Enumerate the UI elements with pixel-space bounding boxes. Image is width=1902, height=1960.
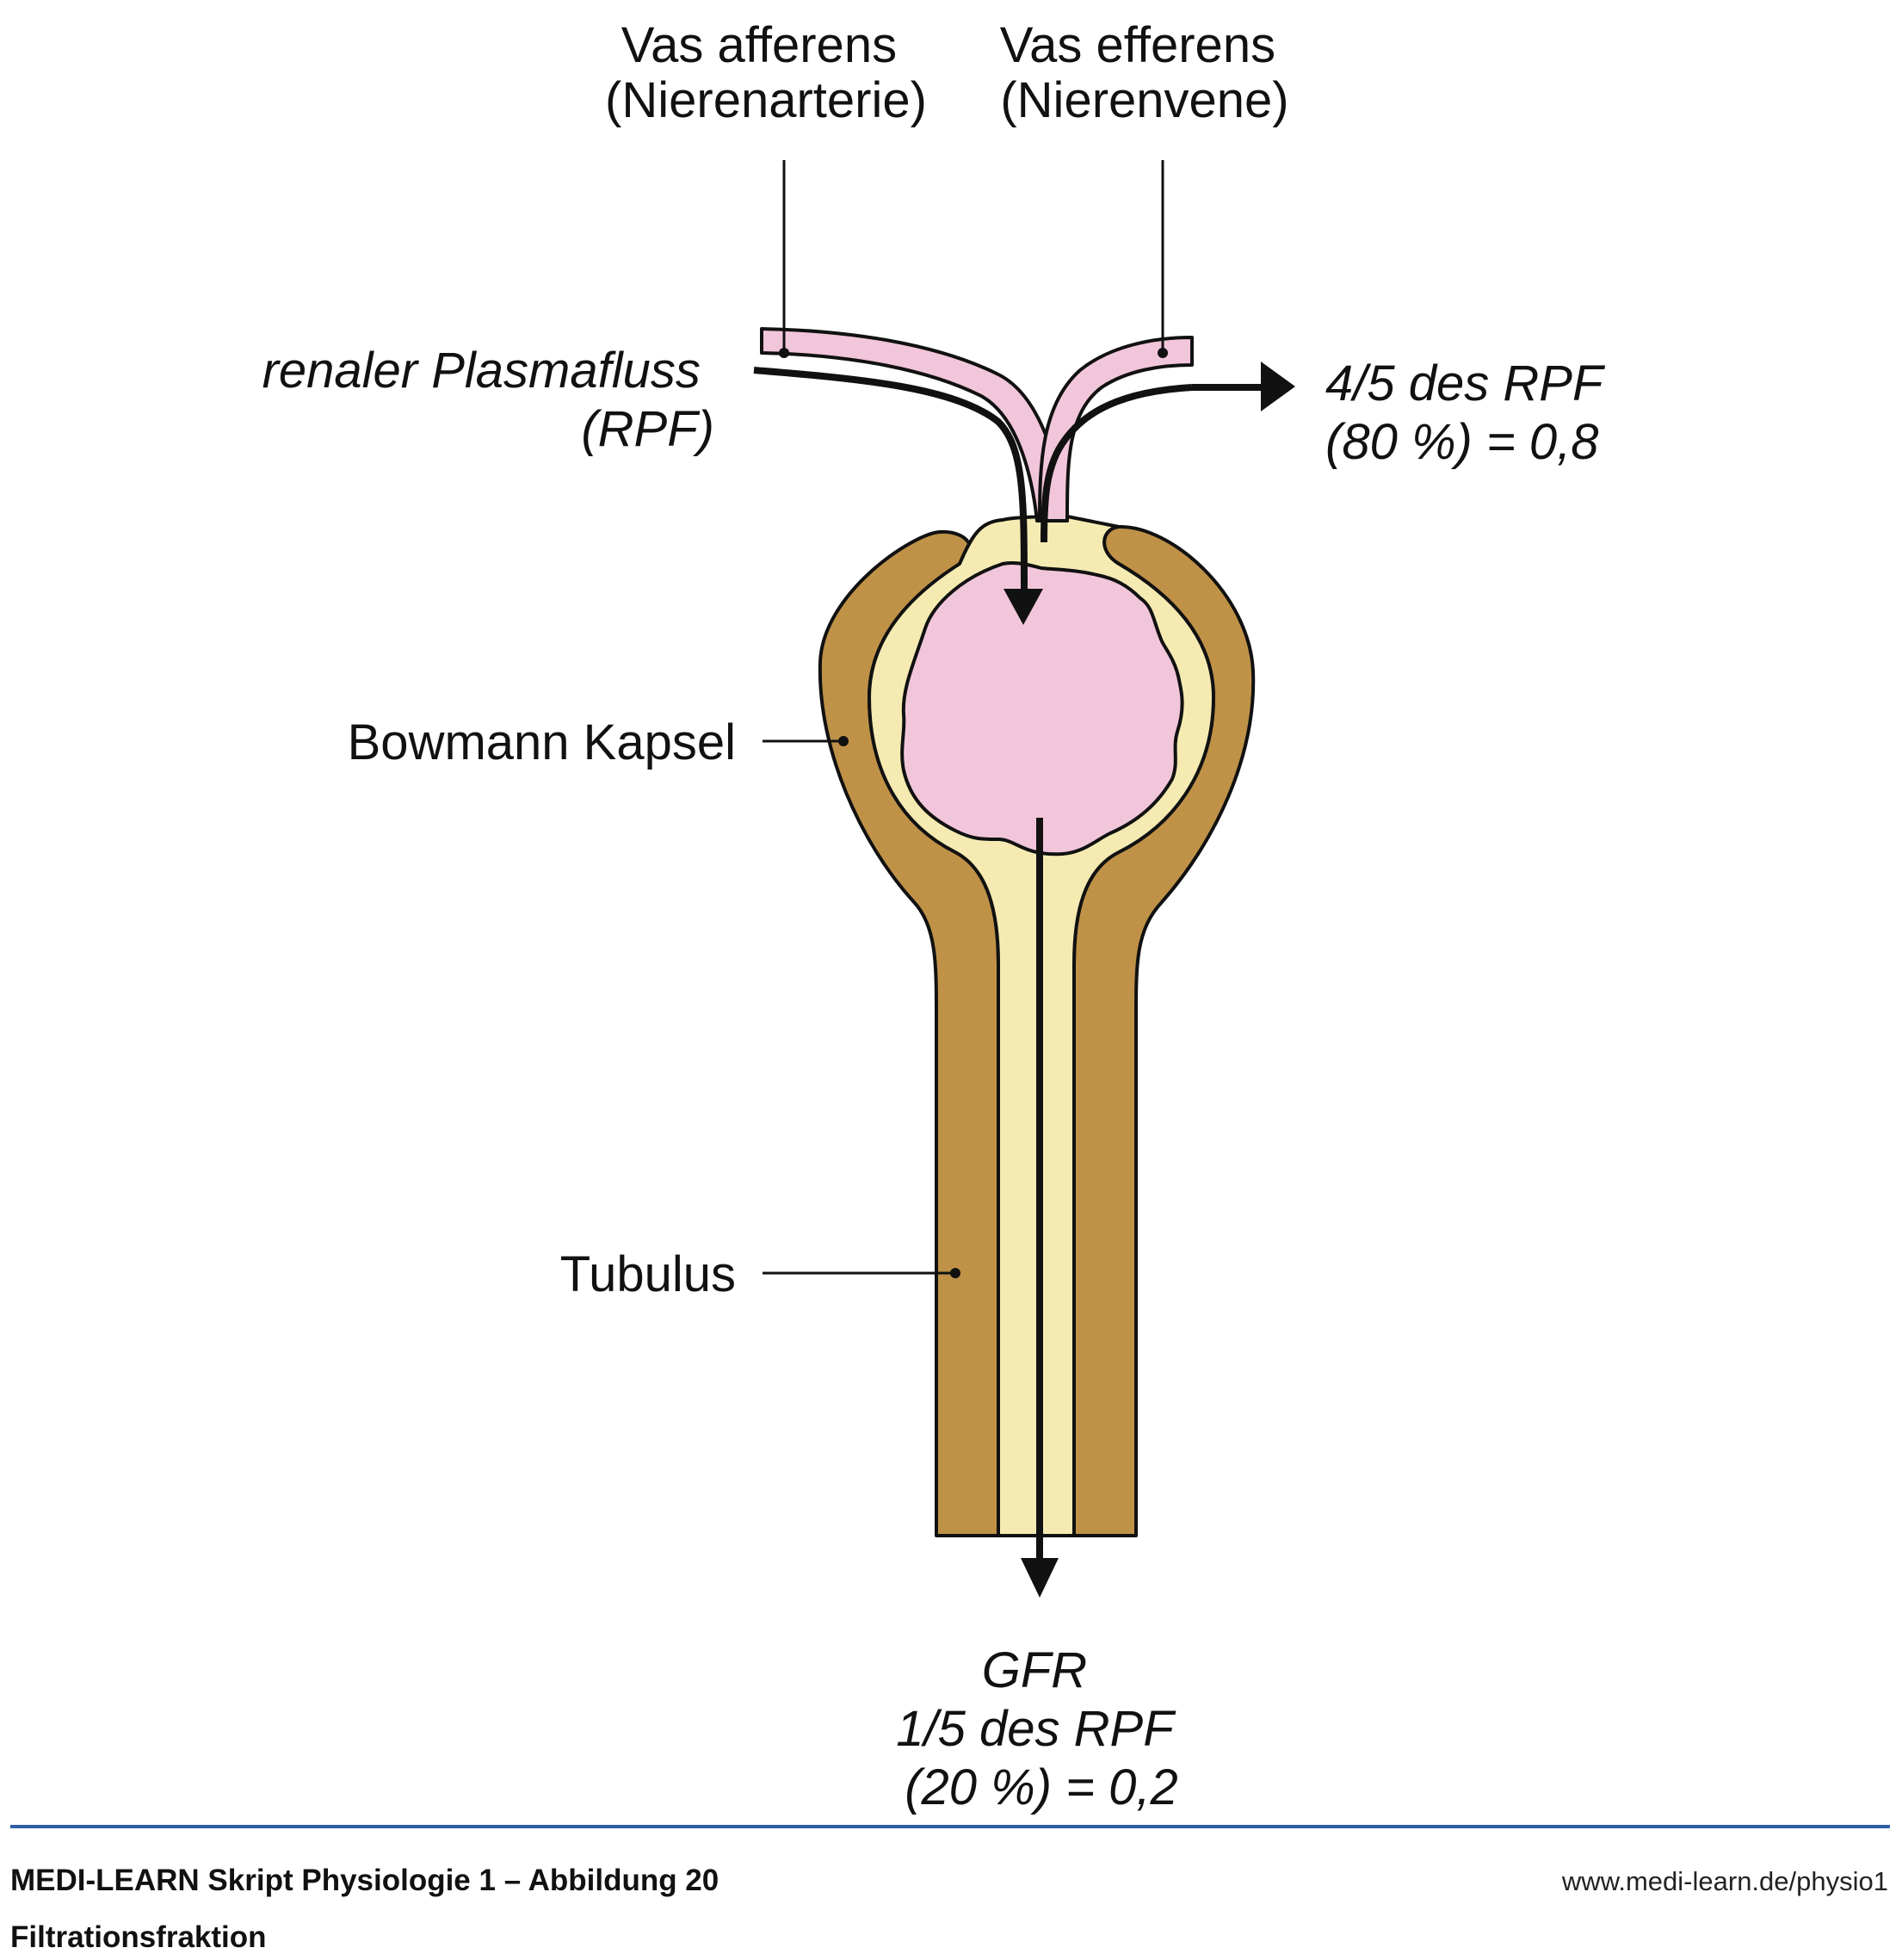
gfr-line1: GFR	[982, 1642, 1087, 1698]
bowmann-label: Bowmann Kapsel	[348, 714, 736, 770]
tubulus-label: Tubulus	[560, 1246, 736, 1302]
vas-afferens-leader-dot	[779, 348, 789, 358]
efferent-fraction-line1: 4/5 des RPF	[1325, 356, 1606, 411]
gfr-label: GFR 1/5 des RPF (20 %) = 0,2	[896, 1642, 1186, 1815]
efferent-fraction-line2: (80 %) = 0,8	[1325, 414, 1599, 470]
efferent-flow-line	[1041, 384, 1193, 543]
vas-afferens-line2: (Nierenarterie)	[605, 72, 927, 128]
rpf-line1: renaler Plasmafluss	[262, 343, 701, 399]
tubulus-leader-dot	[950, 1268, 960, 1278]
footer-url: www.medi-learn.de/physio1	[1561, 1866, 1888, 1896]
vas-efferens-line1: Vas efferens	[1000, 17, 1275, 73]
bowmann-leader-dot	[838, 736, 849, 746]
footer-title-line2: Filtrationsfraktion	[10, 1920, 267, 1954]
efferent-outflow-arrowhead	[1261, 362, 1295, 411]
rpf-inflow-arrowhead	[1003, 589, 1043, 625]
footer-title-line1: MEDI-LEARN Skript Physiologie 1 – Abbild…	[10, 1864, 719, 1897]
gfr-arrowhead	[1021, 1558, 1059, 1598]
vas-afferens-label: Vas afferens (Nierenarterie)	[605, 17, 927, 128]
rpf-line2: (RPF)	[581, 401, 714, 457]
gfr-line2: 1/5 des RPF	[896, 1701, 1176, 1757]
rpf-inflow-arrow-line	[753, 367, 1028, 595]
vas-efferens-line2: (Nierenvene)	[1000, 72, 1288, 128]
rpf-label: renaler Plasmafluss (RPF)	[262, 343, 714, 457]
gfr-line3: (20 %) = 0,2	[905, 1759, 1178, 1815]
glomerulus	[900, 560, 1184, 856]
vas-efferens-label: Vas efferens (Nierenvene)	[1000, 17, 1289, 128]
efferent-fraction-label: 4/5 des RPF (80 %) = 0,8	[1325, 356, 1615, 470]
vas-efferens	[1038, 336, 1194, 522]
vas-afferens-line1: Vas afferens	[621, 17, 897, 73]
vas-efferens-leader-dot	[1158, 348, 1168, 358]
